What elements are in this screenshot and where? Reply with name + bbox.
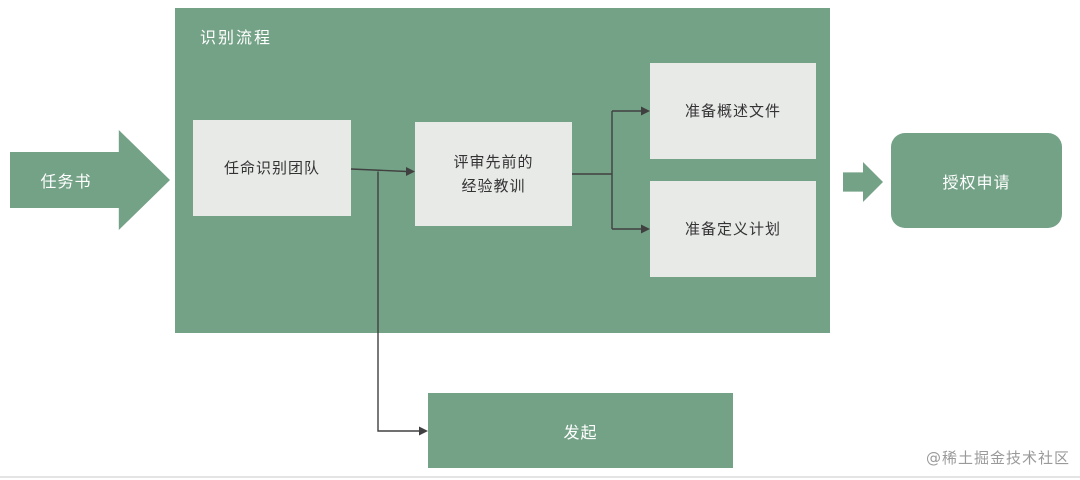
node-prepare-overview: 准备概述文件	[650, 63, 816, 159]
process-container-title: 识别流程	[200, 28, 273, 47]
input-arrow-label: 任务书	[40, 172, 92, 191]
node-initiate: 发起	[428, 393, 733, 468]
arrowhead-into-initiate	[419, 426, 428, 436]
process-container: 识别流程 任命识别团队 评审先前的 经验教训 准备概述文件 准备定义计划	[175, 8, 830, 333]
node-authorization: 授权申请	[891, 133, 1062, 228]
node-initiate-label: 发起	[563, 422, 598, 442]
node-prepare-definition-label: 准备定义计划	[684, 220, 781, 238]
node-appoint-team: 任命识别团队	[193, 120, 351, 216]
node-authorization-label: 授权申请	[942, 172, 1011, 192]
input-arrow-shape: 任务书	[10, 130, 170, 230]
node-review-lessons-line1: 评审先前的	[453, 153, 534, 171]
node-review-lessons: 评审先前的 经验教训	[415, 122, 572, 226]
node-prepare-overview-label: 准备概述文件	[684, 102, 781, 120]
node-review-lessons-line2: 经验教训	[461, 177, 526, 195]
bottom-divider	[0, 476, 1080, 478]
output-arrow-icon	[843, 162, 883, 202]
watermark: @稀土掘金技术社区	[925, 449, 1070, 467]
node-appoint-team-label: 任命识别团队	[223, 159, 320, 177]
node-prepare-definition: 准备定义计划	[650, 181, 816, 277]
